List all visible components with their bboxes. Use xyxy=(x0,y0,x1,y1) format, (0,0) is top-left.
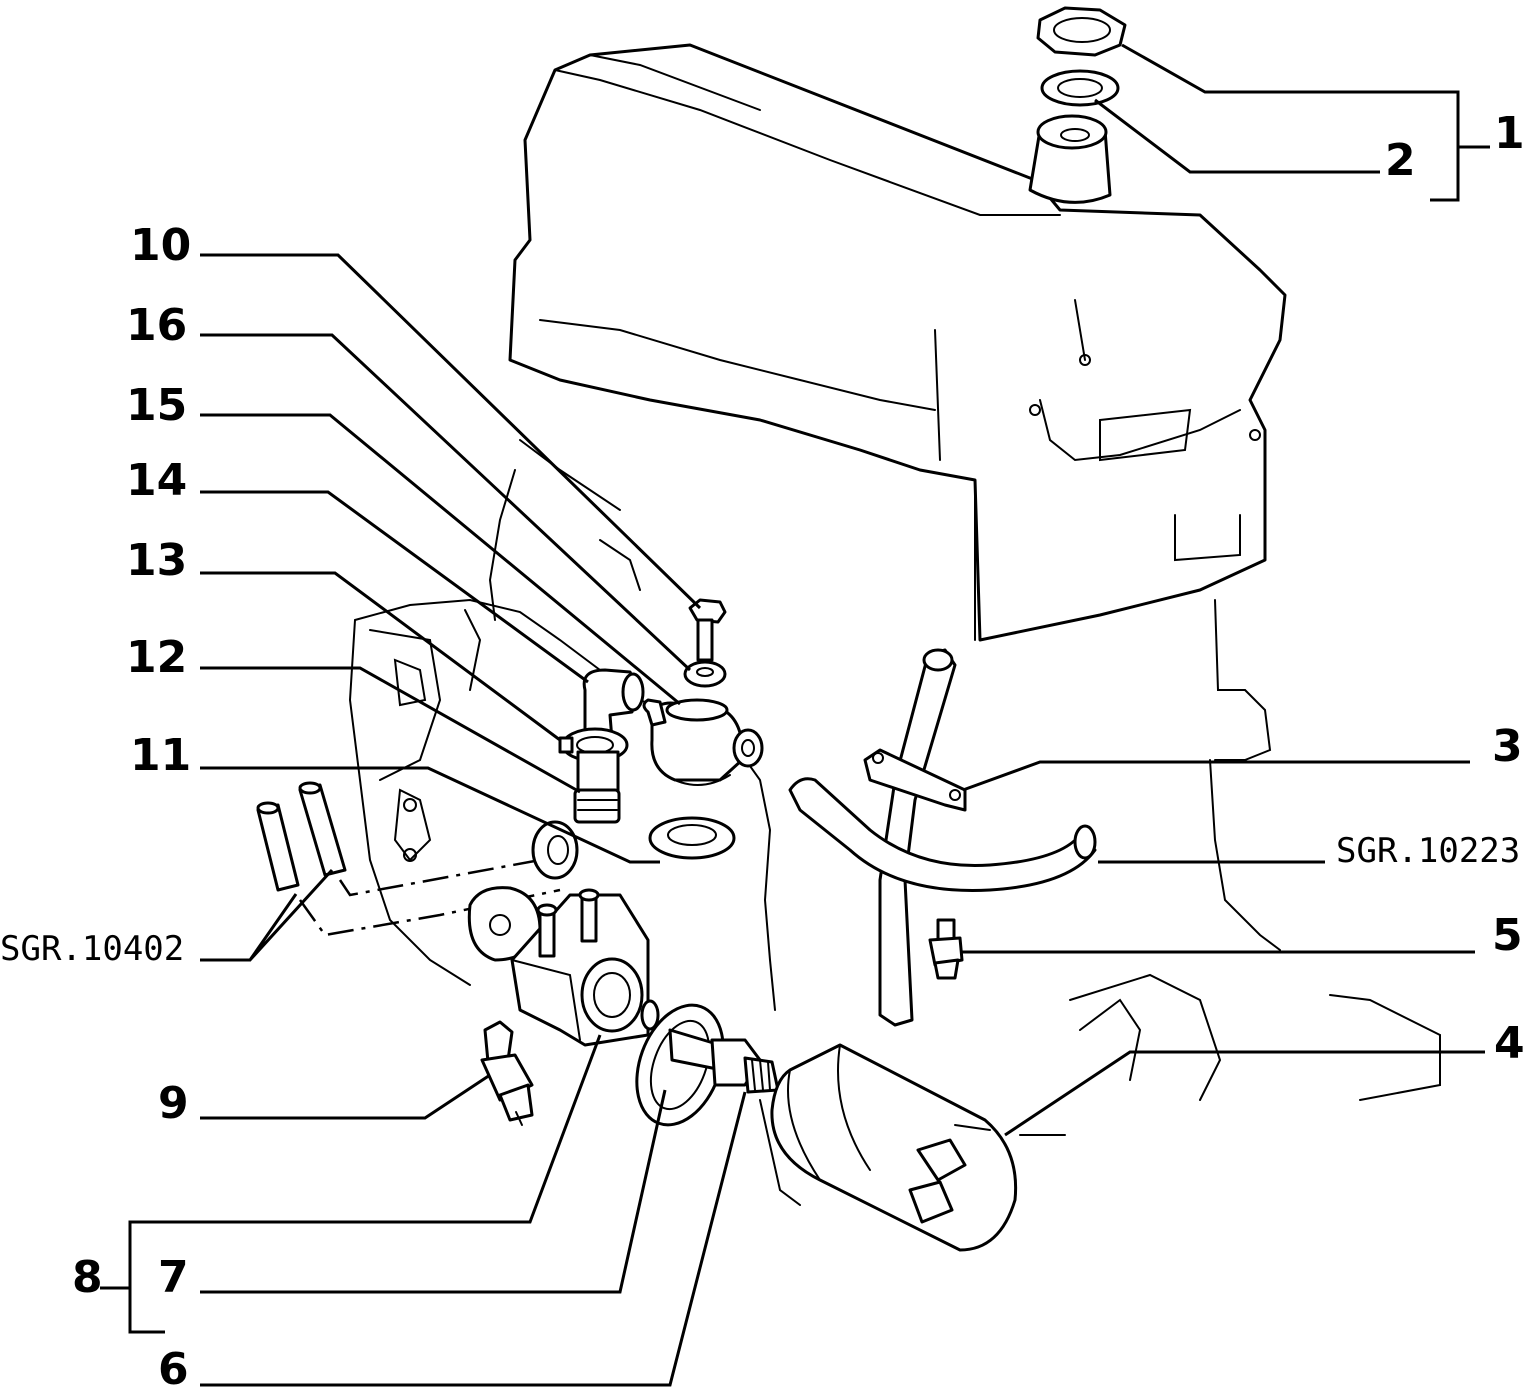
leader-2 xyxy=(1094,98,1380,174)
callout-14: 14 xyxy=(126,455,187,506)
leader-12 xyxy=(200,666,581,794)
sealing-ring xyxy=(648,816,736,860)
dowel-pins xyxy=(256,781,347,892)
leader-16 xyxy=(200,333,692,672)
callout-5: 5 xyxy=(1492,910,1523,961)
callout-7: 7 xyxy=(158,1252,189,1303)
callout-12: 12 xyxy=(126,632,187,683)
callout-labels: 1 2 3 4 5 6 7 8 9 10 11 12 13 14 15 16 S… xyxy=(0,108,1525,1387)
leader-7 xyxy=(200,1089,667,1294)
callout-15: 15 xyxy=(126,380,187,431)
callout-10: 10 xyxy=(130,220,191,271)
callout-8: 8 xyxy=(72,1252,103,1303)
leader-9 xyxy=(200,1073,491,1120)
union-fitting xyxy=(573,750,621,824)
oil-filler-cap xyxy=(1036,6,1127,57)
leader-14 xyxy=(200,490,589,684)
callout-2: 2 xyxy=(1385,135,1416,186)
leader-15 xyxy=(200,413,681,706)
callout-1: 1 xyxy=(1494,108,1525,159)
filler-neck xyxy=(1028,114,1112,204)
oil-filter xyxy=(770,1043,1018,1252)
callout-4: 4 xyxy=(1494,1018,1525,1069)
callout-11: 11 xyxy=(130,730,191,781)
pressure-switch xyxy=(480,1020,534,1126)
mounting-flange xyxy=(467,820,579,962)
leader-1-bracket xyxy=(1121,43,1460,202)
leader-13 xyxy=(200,571,561,742)
oil-pipe xyxy=(788,777,1097,892)
bolt xyxy=(688,598,727,662)
callout-6: 6 xyxy=(158,1344,189,1387)
cap-washer xyxy=(1040,69,1120,107)
threaded-nipple xyxy=(640,999,780,1094)
reference-sgr-10223: SGR.10223 xyxy=(1336,831,1520,871)
filter-adapter xyxy=(510,888,650,1047)
breather-elbow xyxy=(582,668,645,747)
callout-16: 16 xyxy=(126,300,187,351)
leader-lines xyxy=(100,43,1490,1387)
leader-3 xyxy=(962,760,1470,792)
leader-sgr-10402 xyxy=(200,868,334,962)
leader-4 xyxy=(1004,1050,1485,1137)
callout-3: 3 xyxy=(1492,721,1523,772)
reference-sgr-10402: SGR.10402 xyxy=(0,929,184,969)
drain-plug xyxy=(928,918,964,980)
oil-sump xyxy=(508,43,1287,761)
callout-9: 9 xyxy=(158,1078,189,1129)
leader-11 xyxy=(200,766,660,864)
leader-10 xyxy=(200,253,702,610)
dashdot-line-b xyxy=(338,858,541,897)
callout-13: 13 xyxy=(126,535,187,586)
leader-6 xyxy=(200,1091,747,1387)
leader-8 xyxy=(128,1034,602,1334)
breather-body xyxy=(642,698,764,786)
washer-small xyxy=(683,660,727,688)
